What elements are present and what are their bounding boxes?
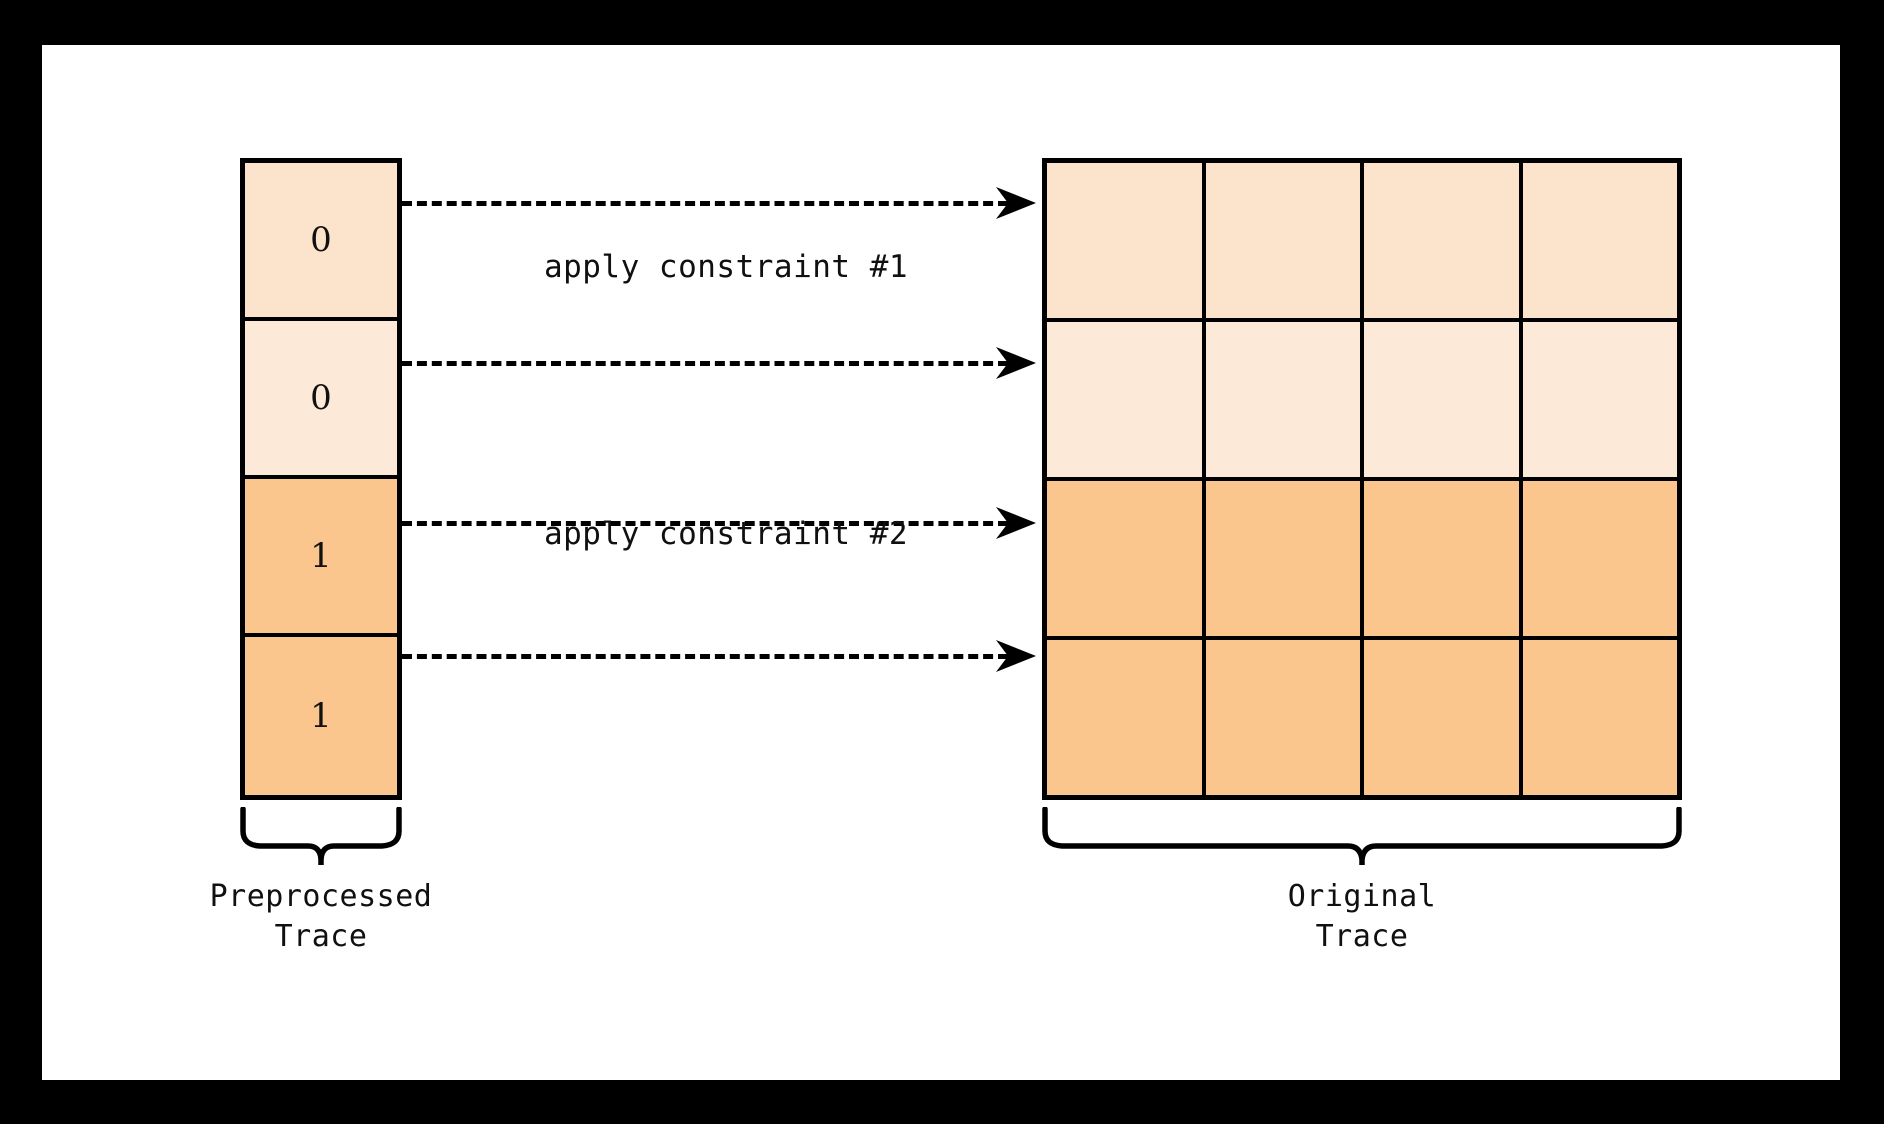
original-trace-cell xyxy=(1364,163,1523,318)
arrow-head-icon xyxy=(996,347,1036,379)
arrow-head-icon xyxy=(996,187,1036,219)
original-trace-caption-line2: Trace xyxy=(1315,918,1409,954)
preprocessed-cell-value: 0 xyxy=(310,378,332,418)
arrow-line xyxy=(402,521,1008,526)
original-trace-row xyxy=(1047,322,1677,481)
arrow-head-icon xyxy=(996,640,1036,672)
arrow-head-icon xyxy=(996,507,1036,539)
original-trace-cell xyxy=(1364,481,1523,636)
original-trace-cell xyxy=(1523,163,1678,318)
preprocessed-trace-caption-line2: Trace xyxy=(274,918,368,954)
arrow-line xyxy=(402,361,1008,366)
original-trace-cell xyxy=(1523,322,1678,477)
original-trace-cell xyxy=(1206,481,1364,636)
constraint-label-1: apply constraint #1 xyxy=(543,249,909,285)
preprocessed-trace-brace-icon xyxy=(240,807,402,865)
original-trace-cell xyxy=(1206,163,1364,318)
constraint-label-2: apply constraint #2 xyxy=(543,516,909,552)
original-trace-cell xyxy=(1206,322,1364,477)
original-trace-cell xyxy=(1047,640,1206,795)
preprocessed-cell-0: 0 xyxy=(245,163,397,321)
original-trace-grid xyxy=(1042,158,1682,800)
preprocessed-cell-value: 0 xyxy=(310,220,332,260)
preprocessed-cell-2: 1 xyxy=(245,479,397,637)
arrow-row-3 xyxy=(402,640,1050,672)
original-trace-row xyxy=(1047,163,1677,322)
original-trace-cell xyxy=(1364,640,1523,795)
original-trace-row xyxy=(1047,481,1677,640)
original-trace-cell xyxy=(1047,322,1206,477)
arrow-row-0 xyxy=(402,187,1050,219)
original-trace-row xyxy=(1047,640,1677,795)
original-trace-caption: Original Trace xyxy=(1182,877,1542,957)
preprocessed-cell-3: 1 xyxy=(245,637,397,795)
diagram-canvas: 0 0 1 1 xyxy=(42,45,1840,1080)
arrow-line xyxy=(402,201,1008,206)
original-trace-brace-icon xyxy=(1042,807,1682,865)
original-trace-cell xyxy=(1364,322,1523,477)
original-trace-cell xyxy=(1047,163,1206,318)
preprocessed-trace-caption: Preprocessed Trace xyxy=(141,877,501,957)
preprocessed-cell-1: 0 xyxy=(245,321,397,479)
original-trace-cell xyxy=(1047,481,1206,636)
original-trace-cell xyxy=(1523,640,1678,795)
arrow-line xyxy=(402,654,1008,659)
original-trace-cell xyxy=(1523,481,1678,636)
arrow-row-1 xyxy=(402,347,1050,379)
preprocessed-trace-column: 0 0 1 1 xyxy=(240,158,402,800)
preprocessed-cell-value: 1 xyxy=(310,536,332,576)
preprocessed-trace-caption-line1: Preprocessed xyxy=(209,879,433,914)
arrow-row-2 xyxy=(402,507,1050,539)
preprocessed-cell-value: 1 xyxy=(310,696,332,736)
original-trace-caption-line1: Original xyxy=(1287,879,1437,914)
original-trace-cell xyxy=(1206,640,1364,795)
